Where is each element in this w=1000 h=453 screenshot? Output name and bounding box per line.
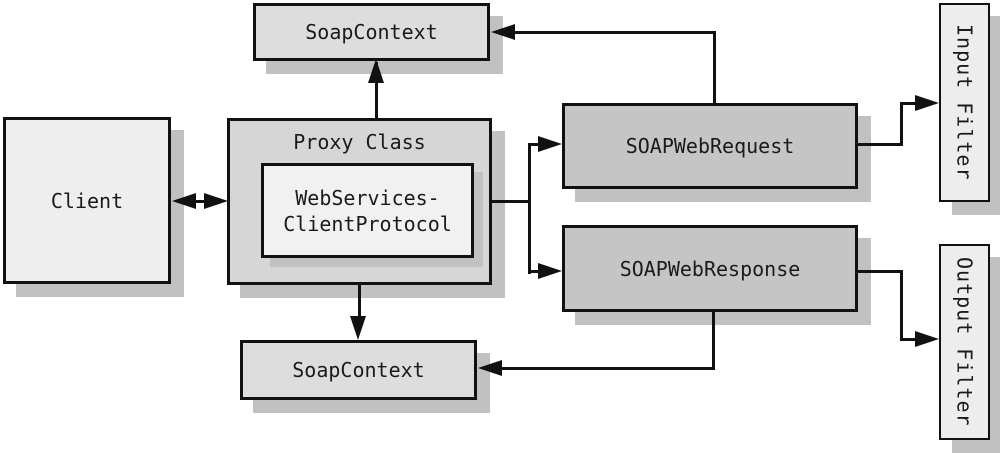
node-client: Client	[3, 117, 171, 284]
arrowhead-left-icon	[172, 193, 196, 209]
node-soap-web-response-label: SOAPWebResponse	[619, 256, 801, 281]
arrowhead-right-icon	[915, 95, 939, 111]
arrowhead-right-icon	[915, 331, 939, 347]
arrowhead-left-icon	[478, 360, 502, 376]
arrowhead-left-icon	[491, 24, 515, 40]
node-soap-context-bottom: SoapContext	[240, 340, 477, 400]
node-client-label: Client	[50, 188, 124, 213]
edge-response-to-outputfilter-h2	[900, 338, 917, 341]
arrowhead-right-icon	[204, 193, 228, 209]
node-webservices-clientprotocol: WebServices- ClientProtocol	[261, 163, 474, 258]
node-soap-web-request-label: SOAPWebRequest	[625, 134, 795, 158]
edge-client-proxy-line	[185, 200, 219, 203]
arrowhead-right-icon	[538, 263, 562, 279]
edge-request-to-soapcontext-top-hline	[505, 31, 716, 34]
node-input-filter: Input Filter	[939, 3, 990, 202]
arrowhead-right-icon	[538, 136, 562, 152]
edge-response-to-soapcontext-bottom-vline	[712, 312, 715, 370]
node-soap-context-top: SoapContext	[253, 3, 490, 61]
node-input-filter-label: Input Filter	[952, 24, 977, 181]
arrowhead-up-icon	[368, 59, 384, 83]
node-webservices-clientprotocol-label: WebServices- ClientProtocol	[283, 185, 452, 236]
node-soap-context-bottom-label: SoapContext	[292, 358, 425, 382]
node-soap-web-request: SOAPWebRequest	[562, 103, 858, 189]
edge-response-to-soapcontext-bottom-hline	[498, 367, 715, 370]
edge-response-to-outputfilter-vline	[900, 270, 903, 341]
edge-proxy-to-soapcontext-bottom-line	[358, 285, 361, 318]
node-output-filter-label: Output Filter	[952, 257, 977, 427]
edge-request-to-soapcontext-top-vline	[713, 31, 716, 103]
node-proxy-class: Proxy Class WebServices- ClientProtocol	[227, 118, 492, 285]
node-soap-web-response: SOAPWebResponse	[562, 225, 858, 312]
edge-proxy-branch-vline	[528, 143, 531, 274]
arrowhead-down-icon	[350, 316, 366, 340]
edge-proxy-branch-stem	[492, 200, 530, 203]
node-proxy-class-label: Proxy Class	[293, 130, 426, 154]
node-soap-context-top-label: SoapContext	[305, 20, 438, 44]
edge-proxy-to-response-arm	[528, 270, 542, 273]
edge-proxy-to-request-arm	[528, 143, 542, 146]
edge-response-to-outputfilter-h1	[858, 270, 903, 273]
edge-request-to-inputfilter-vline	[900, 102, 903, 146]
edge-request-to-inputfilter-h2	[900, 102, 917, 105]
node-output-filter: Output Filter	[939, 244, 990, 440]
edge-request-to-inputfilter-h1	[858, 143, 903, 146]
edge-proxy-to-soapcontext-top-line	[375, 62, 378, 118]
